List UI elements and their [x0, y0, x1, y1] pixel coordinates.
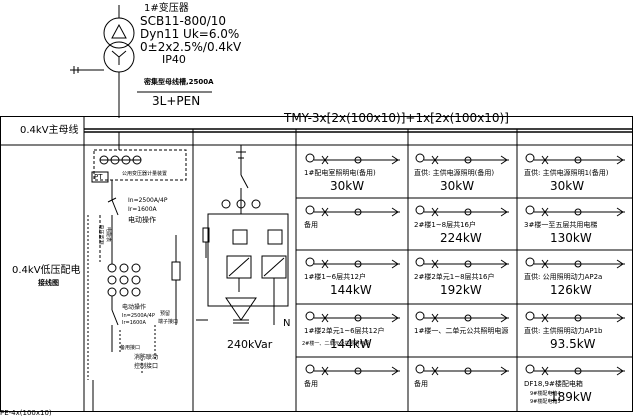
feeder-switch-symbol	[525, 257, 625, 269]
feeder-switch-symbol	[305, 205, 400, 217]
incoming-operation: 电动操作	[128, 216, 156, 224]
feeder-name: 1#楼2单元1~6层共12户	[304, 327, 385, 335]
feeder-name: 1#配电室照明电(备用)	[304, 169, 376, 177]
transformer-model: SCB11-800/10	[140, 14, 227, 28]
feeder-name: 直供: 主供照明动力AP1b	[524, 327, 603, 335]
system-row-label-2: 接线图	[38, 279, 59, 287]
transformer-winding-hv	[103, 17, 135, 49]
backup-interface-label: 备用接口	[120, 345, 141, 351]
feeder-switch-symbol	[305, 364, 400, 376]
feeder-load: 192kW	[440, 283, 482, 297]
voltage-monitor-label: 电压监测	[97, 224, 104, 245]
lower-rating-in: In=2500A/4P	[122, 313, 155, 319]
cable-label: 3L+PEN	[152, 94, 201, 108]
feeder-name: 直供: 主供电源照明(备用)	[414, 169, 495, 177]
pt-label: PT	[94, 173, 103, 181]
feeder-load: 93.5kW	[550, 337, 596, 351]
feeder-name: 2#楼2单元1~8层共16户	[414, 273, 495, 281]
fire-linkage-label: 消防联动	[134, 354, 159, 361]
feeder-load: 30kW	[330, 179, 365, 193]
pe-label: PE-4x(100x10)	[0, 409, 52, 417]
energy-meter-label: 电能表	[105, 226, 112, 243]
feeder-switch-symbol	[415, 257, 509, 269]
feeder-name: 备用	[304, 221, 318, 229]
bus-row-label: 0.4kV主母线	[20, 125, 79, 136]
incoming-rating-ir: Ir=1600A	[128, 206, 157, 213]
fire-control-interface-label: 控制接口	[134, 363, 159, 370]
feeder-switch-symbol	[525, 311, 625, 323]
feeder-name-extra: 2#楼一、二单元公共照明电源	[302, 341, 370, 347]
feeder-load: 144kW	[330, 283, 372, 297]
transformer-tap: 0±2x2.5%/0.4kV	[140, 40, 242, 54]
feeder-name: 备用	[304, 380, 318, 388]
transformer-connection: Dyn11 Uk=6.0%	[140, 27, 240, 41]
feeder-name: 3#楼一至五层共用电梯	[524, 221, 598, 229]
feeder-name: DF18,9#楼配电箱	[524, 380, 583, 388]
feeder-name: 备用	[414, 380, 428, 388]
busway-label: 密集型母线槽,2500A	[144, 78, 214, 86]
system-row-label: 0.4kV低压配电	[12, 265, 81, 276]
feeder-name: 1#楼1~6层共12户	[304, 273, 366, 281]
busbar-label: TMY-3x[2x(100x10)]+1x[2x(100x10)]	[284, 111, 509, 125]
feeder-switch-symbol	[415, 205, 509, 217]
feeder-switch-symbol	[305, 257, 400, 269]
feeder-load: 189kW	[550, 390, 592, 404]
incoming-rating-in: In=2500A/4P	[128, 197, 168, 204]
transformer-ip: IP40	[162, 53, 186, 66]
feeder-load: 126kW	[550, 283, 592, 297]
feeder-name-extra: 9#楼配电箱4	[530, 391, 561, 397]
feeder-load: 30kW	[550, 179, 585, 193]
meter-note: 公用变压器计量装置	[122, 171, 168, 177]
feeder-name: 直供: 公用照明动力AP2a	[524, 273, 603, 281]
capacitor-neutral: N	[283, 318, 291, 329]
lower-operation: 电动操作	[122, 304, 147, 311]
feeder-load: 144kW	[330, 337, 372, 351]
reserve-label: 预留	[160, 311, 171, 317]
feeder-name: 1#楼一、二单元公共照明电源	[414, 327, 509, 335]
feeder-load: 30kW	[440, 179, 475, 193]
feeder-switch-symbol	[525, 205, 625, 217]
feeder-load: 224kW	[440, 231, 482, 245]
transformer-no: 1#变压器	[144, 3, 189, 14]
feeder-name: 直供: 主供电源照明1(备用)	[524, 169, 609, 177]
feeder-name-extra: 9#楼配电箱5	[530, 399, 561, 405]
feeder-switch-symbol	[525, 364, 625, 376]
feeder-name: 2#楼1~8层共16户	[414, 221, 476, 229]
lower-rating-ir: Ir=1600A	[122, 320, 146, 326]
delta-symbol	[111, 23, 127, 39]
feeder-switch-symbol	[415, 364, 509, 376]
capacitor-capacity: 240kVar	[227, 338, 273, 351]
feeder-switch-symbol	[305, 311, 400, 323]
feeder-load: 130kW	[550, 231, 592, 245]
feeder-switch-symbol	[305, 153, 400, 165]
feeder-switch-symbol	[525, 153, 625, 165]
reserve-terminal-label: 端子接口	[158, 319, 179, 325]
feeder-switch-symbol	[415, 153, 509, 165]
feeder-switch-symbol	[415, 311, 509, 323]
